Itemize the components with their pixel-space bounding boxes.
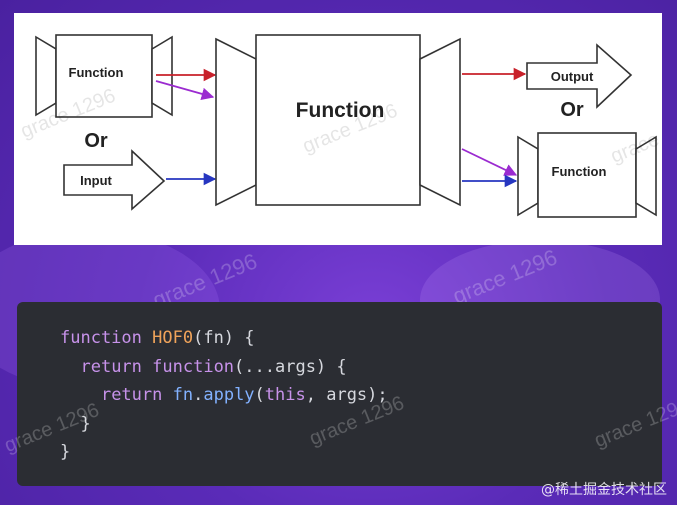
code-rest: (...args) { — [234, 356, 347, 377]
diagram-panel: Function Or Input Function Output Or — [14, 13, 662, 245]
or-right-label: Or — [560, 99, 584, 121]
right-function-label: Function — [552, 164, 607, 179]
center-function-machine — [215, 34, 461, 207]
code-rest: , args); — [305, 385, 388, 405]
code-text: function HOF0(fn) { return function(...a… — [60, 324, 388, 467]
or-left-label: Or — [84, 130, 108, 152]
input-arrow — [63, 149, 166, 211]
hof-diagram: Function Or Input Function Output Or — [18, 34, 662, 218]
code-rest: } — [60, 442, 71, 462]
keyword: function — [60, 328, 142, 348]
code-block: function HOF0(fn) { return function(...a… — [1, 302, 677, 486]
code-rest: (fn) { — [193, 328, 255, 348]
center-function-label: Function — [296, 99, 385, 122]
code-line: function HOF0(fn) { — [60, 324, 388, 353]
identifier: fn — [172, 385, 194, 405]
right-function-machine — [517, 132, 657, 218]
footer-credit: @稀土掘金技术社区 — [541, 482, 667, 498]
code-line: return function(...args) { — [60, 353, 388, 382]
punctuation: . — [193, 385, 204, 405]
code-line: } — [60, 438, 388, 467]
function-name: HOF0 — [152, 328, 194, 348]
left-function-machine — [35, 34, 173, 118]
input-label: Input — [80, 173, 112, 188]
punctuation: ( — [254, 385, 265, 405]
method-name: apply — [203, 385, 255, 405]
output-label: Output — [551, 69, 594, 84]
keyword: this — [264, 385, 306, 405]
keyword: return — [100, 385, 163, 405]
purple-arrow-left — [155, 80, 215, 101]
output-arrow — [526, 43, 633, 109]
code-line: return fn.apply(this, args); — [60, 381, 388, 410]
code-line: } — [60, 410, 388, 439]
purple-arrow-right — [461, 148, 518, 176]
keyword: function — [152, 356, 235, 377]
code-rest: } — [80, 413, 91, 434]
left-function-label: Function — [69, 65, 124, 80]
watermark: grace 1296 — [591, 394, 677, 452]
keyword: return — [80, 356, 142, 377]
